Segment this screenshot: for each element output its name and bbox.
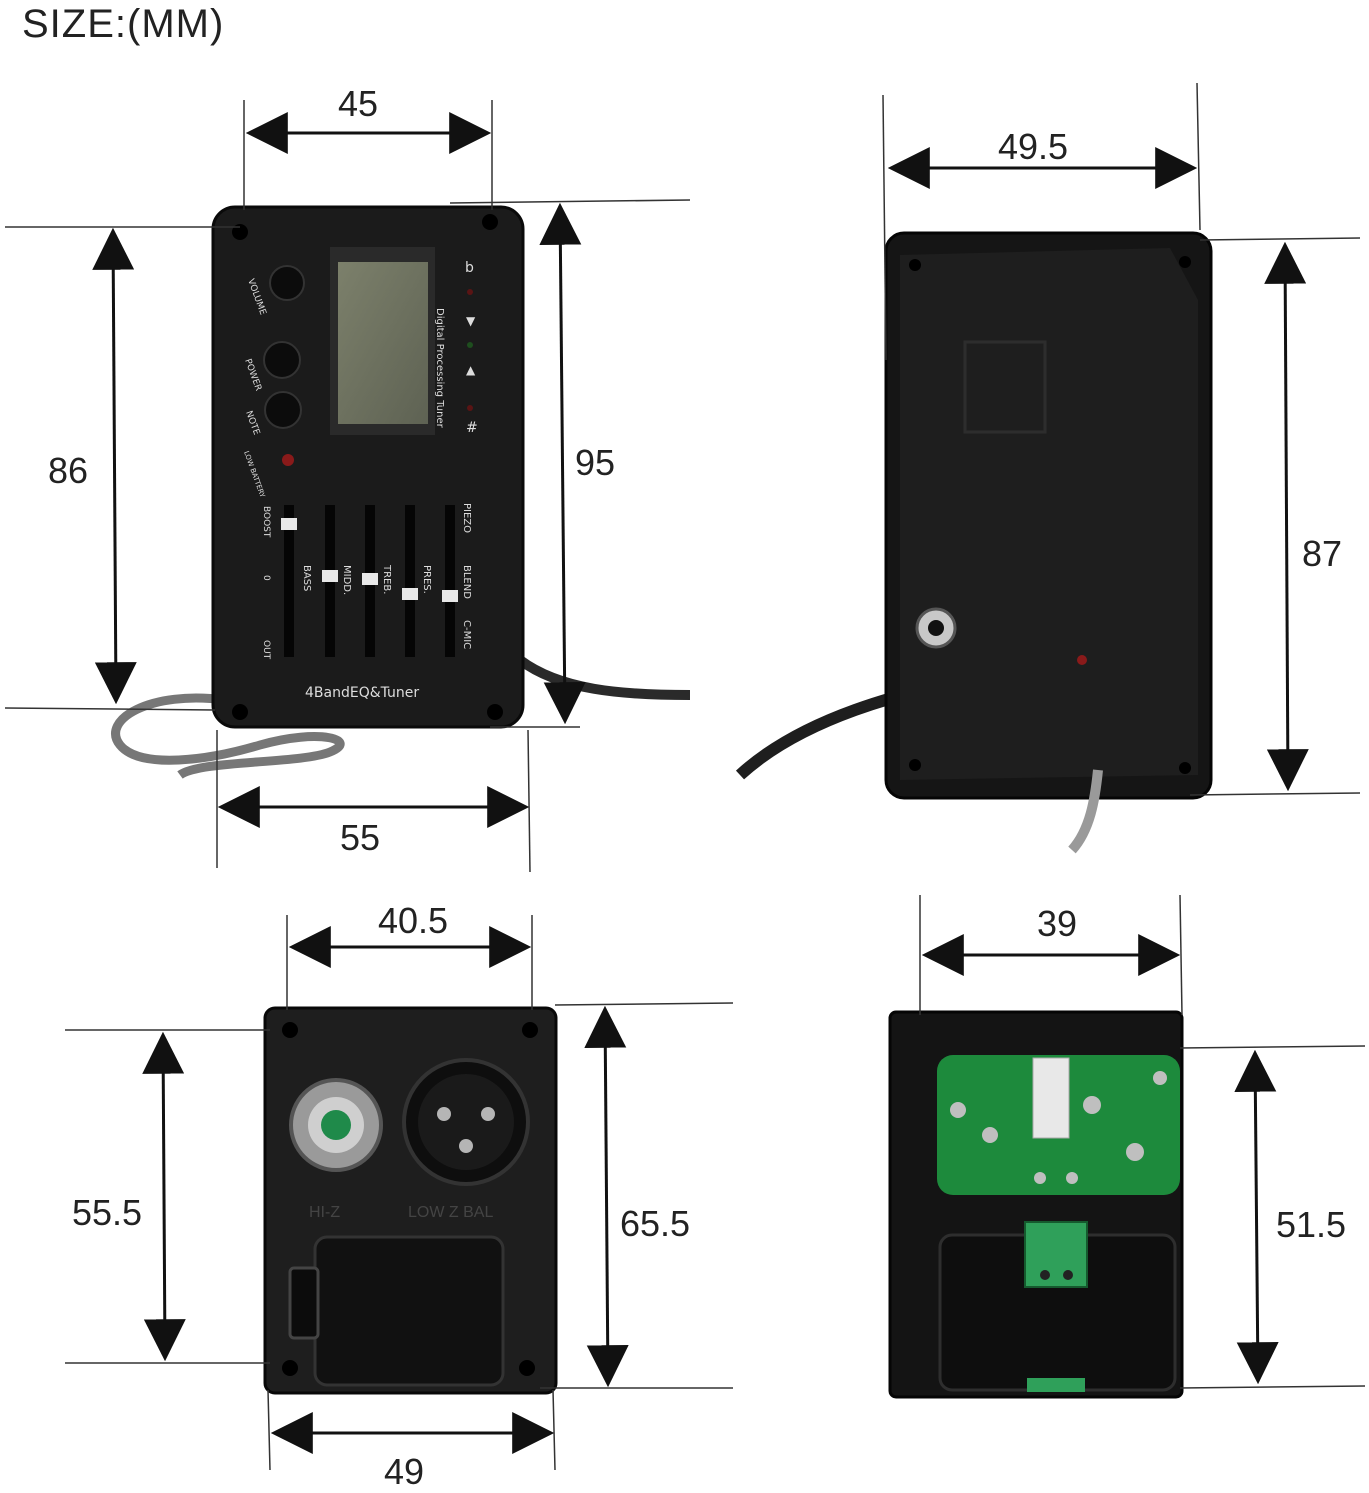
lcd-caption: Digital Processing Tuner xyxy=(434,308,445,429)
dim-back-top-width: 49.5 xyxy=(998,126,1069,167)
pcb-component xyxy=(982,1127,998,1143)
slider-bank xyxy=(281,505,458,657)
flat-mark: b xyxy=(465,260,474,276)
boost-slider-thumb[interactable] xyxy=(281,518,297,530)
rohs-mark xyxy=(963,340,1047,434)
pcb-component xyxy=(950,1102,966,1118)
size-title: SIZE:(MM) xyxy=(22,2,225,46)
gooseneck-cable xyxy=(517,655,691,700)
volume-knob[interactable] xyxy=(269,265,305,301)
screw xyxy=(909,759,921,771)
note-button[interactable] xyxy=(264,391,302,429)
screw xyxy=(1179,256,1191,268)
lowz-label: LOW Z BAL xyxy=(408,1204,493,1221)
dim-jack-left-height: 55.5 xyxy=(72,1192,143,1233)
dim-pcb-top-width: 39 xyxy=(1037,903,1078,944)
dim-back-right-height: 87 xyxy=(1302,533,1343,574)
boost-slider-track xyxy=(284,505,294,657)
blend-label: BLEND xyxy=(461,565,472,599)
pcb-dimension-lines xyxy=(919,894,1366,1389)
dim-jack-bottom-width: 49 xyxy=(384,1451,425,1492)
presence-slider-thumb[interactable] xyxy=(442,590,458,602)
sharp-led xyxy=(467,405,473,411)
pcb-view xyxy=(888,894,1366,1399)
back-view xyxy=(735,82,1361,854)
hiz-label: HI-Z xyxy=(309,1204,340,1221)
boost-label: BOOST xyxy=(261,506,271,538)
back-dimension-lines xyxy=(882,82,1361,796)
mid-label: MIDD. xyxy=(341,565,352,595)
up-mark: ▲ xyxy=(466,363,476,377)
screw xyxy=(282,1022,298,1038)
pcb-component xyxy=(1034,1172,1046,1184)
treble-slider-track xyxy=(405,505,415,657)
dim-arrow-51-5 xyxy=(1234,1049,1279,1385)
terminal-screw xyxy=(1063,1270,1073,1280)
jack-view: HI-Z LOW Z BAL xyxy=(65,915,734,1471)
in-tune-led xyxy=(467,342,473,348)
pcb-component xyxy=(1066,1172,1078,1184)
boost-out-label: OUT xyxy=(261,640,271,660)
hiz-jack-insert xyxy=(321,1110,351,1140)
xlr-pin xyxy=(437,1107,451,1121)
dim-front-bottom-width: 55 xyxy=(340,817,381,858)
dim-arrow-95 xyxy=(539,202,586,725)
flat-led xyxy=(467,289,473,295)
screw xyxy=(909,259,921,271)
dim-arrow-86 xyxy=(92,227,137,705)
dim-arrow-55-5 xyxy=(142,1031,186,1362)
treble-slider-thumb[interactable] xyxy=(402,588,418,600)
xlr-pin xyxy=(481,1107,495,1121)
dim-front-top-width: 45 xyxy=(338,83,379,124)
treble-label: TREB. xyxy=(381,564,392,594)
sharp-mark: # xyxy=(466,420,478,436)
front-panel-view: VOLUME POWER NOTE LOW BATTERY Digital Pr… xyxy=(4,100,691,873)
down-mark: ▼ xyxy=(466,314,476,328)
pcb-component xyxy=(1126,1143,1144,1161)
pcb-connector xyxy=(1032,1057,1070,1139)
bass-label: BASS xyxy=(301,565,312,591)
dim-jack-top-width: 40.5 xyxy=(378,900,449,941)
battery-cover[interactable] xyxy=(313,1235,505,1387)
dim-jack-right-height: 65.5 xyxy=(620,1203,691,1244)
screw xyxy=(232,704,248,720)
dim-front-left-height: 86 xyxy=(48,450,89,491)
brand-label: 4BandEQ&Tuner xyxy=(305,685,419,701)
low-battery-led xyxy=(282,454,294,466)
dim-pcb-right-height: 51.5 xyxy=(1276,1204,1347,1245)
lcd-screen xyxy=(338,262,428,424)
xlr-face xyxy=(418,1074,514,1170)
boost-zero-label: 0 xyxy=(261,575,271,581)
battery-latch[interactable] xyxy=(288,1266,320,1340)
terminal-screw xyxy=(1040,1270,1050,1280)
dim-arrow-65-5 xyxy=(584,1005,629,1388)
screw xyxy=(1179,762,1191,774)
screw xyxy=(519,1360,535,1376)
screw xyxy=(232,224,248,240)
cmic-label: C-MIC xyxy=(461,620,472,649)
output-jack-hole xyxy=(928,620,944,636)
piezo-label: PIEZO xyxy=(461,503,472,533)
battery-terminal-block xyxy=(1024,1221,1088,1288)
back-inner-plate xyxy=(900,248,1198,780)
screw xyxy=(487,704,503,720)
pcb-component xyxy=(1083,1096,1101,1114)
presence-label: PRES. xyxy=(421,565,432,594)
cable xyxy=(1068,769,1103,854)
dim-arrow-87 xyxy=(1264,241,1309,792)
indicator-led xyxy=(1077,655,1087,665)
presence-slider-track xyxy=(445,505,455,657)
xlr-pin xyxy=(459,1139,473,1153)
dim-front-right-height: 95 xyxy=(575,442,616,483)
bass-slider-thumb[interactable] xyxy=(322,570,338,582)
screw xyxy=(282,1360,298,1376)
screw xyxy=(482,214,498,230)
power-button[interactable] xyxy=(263,341,301,379)
cable xyxy=(111,693,345,779)
screw xyxy=(522,1022,538,1038)
battery-clip xyxy=(1027,1378,1085,1392)
mid-slider-thumb[interactable] xyxy=(362,573,378,585)
pcb-component xyxy=(1153,1071,1167,1085)
